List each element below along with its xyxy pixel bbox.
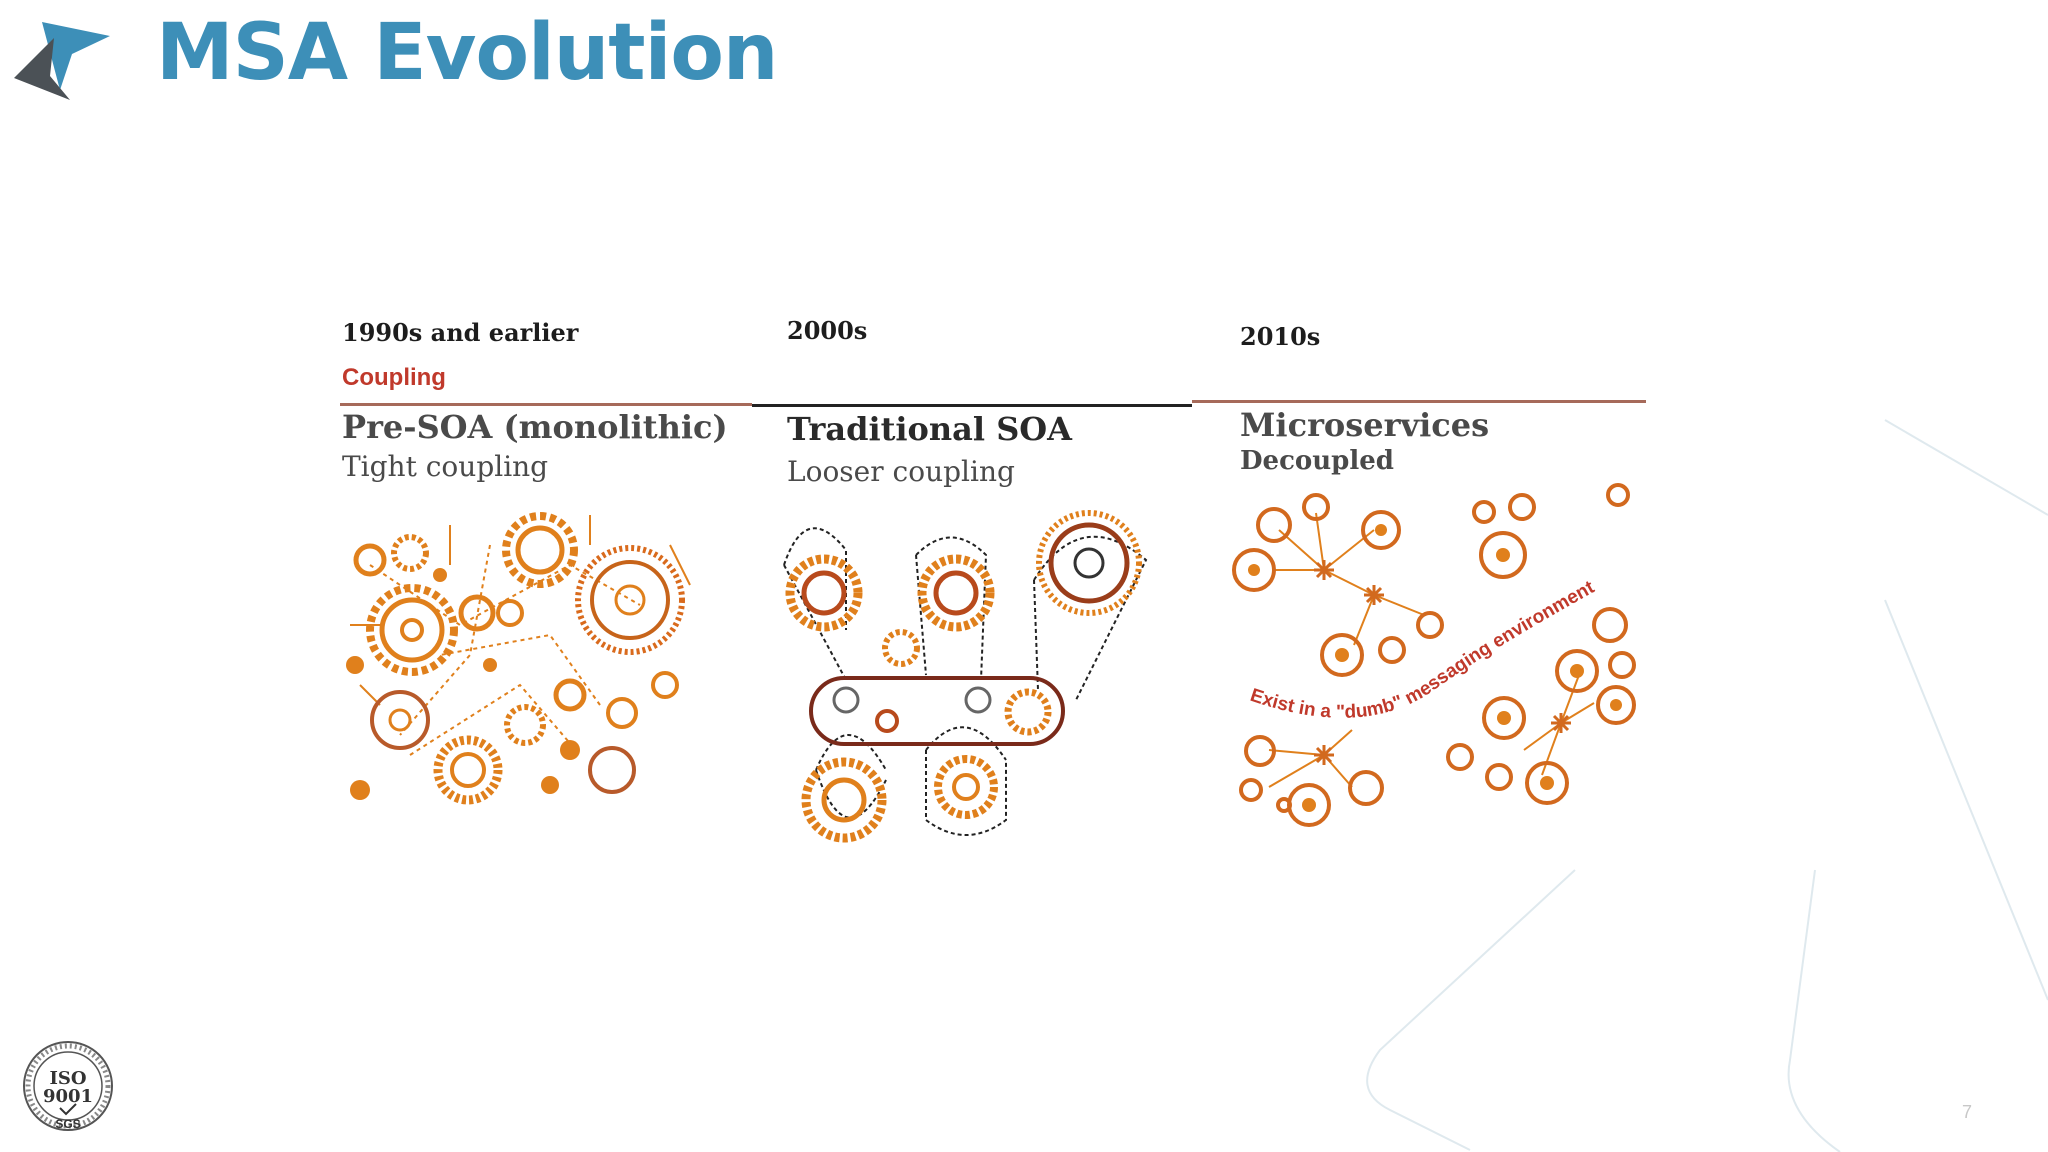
panel-subtitle: Looser coupling: [787, 455, 1015, 488]
divider-rule: [340, 403, 752, 406]
page-number: 7: [1962, 1102, 1973, 1122]
era-label: 2000s: [787, 316, 868, 345]
divider-rule: [752, 404, 1192, 407]
monolithic-gears-illustration: [346, 512, 691, 805]
coupling-label: Coupling: [342, 364, 446, 391]
microservices-illustration: Exist in a "dumb" messaging environment: [1232, 483, 1636, 827]
soa-gears-illustration: [783, 510, 1148, 843]
panel-subtitle: Tight coupling: [342, 450, 549, 483]
messaging-annotation: Exist in a "dumb" messaging environment: [1248, 577, 1599, 723]
svg-text:SGS: SGS: [55, 1117, 80, 1131]
panel-title: Traditional SOA: [787, 410, 1072, 448]
era-label: 1990s and earlier: [342, 318, 579, 347]
panel-title: Pre-SOA (monolithic): [342, 408, 728, 446]
svg-text:ISO: ISO: [49, 1068, 86, 1089]
svg-text:9001: 9001: [43, 1086, 93, 1107]
messaging-annotation-text: Exist in a "dumb" messaging environment: [1248, 577, 1599, 723]
page-title: MSA Evolution: [156, 8, 778, 98]
arrow-logo-icon: [14, 22, 110, 100]
era-label: 2010s: [1240, 322, 1321, 351]
divider-rule: [1192, 400, 1646, 403]
panel-title: Microservices: [1240, 406, 1490, 444]
iso-certification-seal: ISO 9001 SGS: [23, 1041, 113, 1131]
panel-subtitle: Decoupled: [1240, 446, 1394, 476]
